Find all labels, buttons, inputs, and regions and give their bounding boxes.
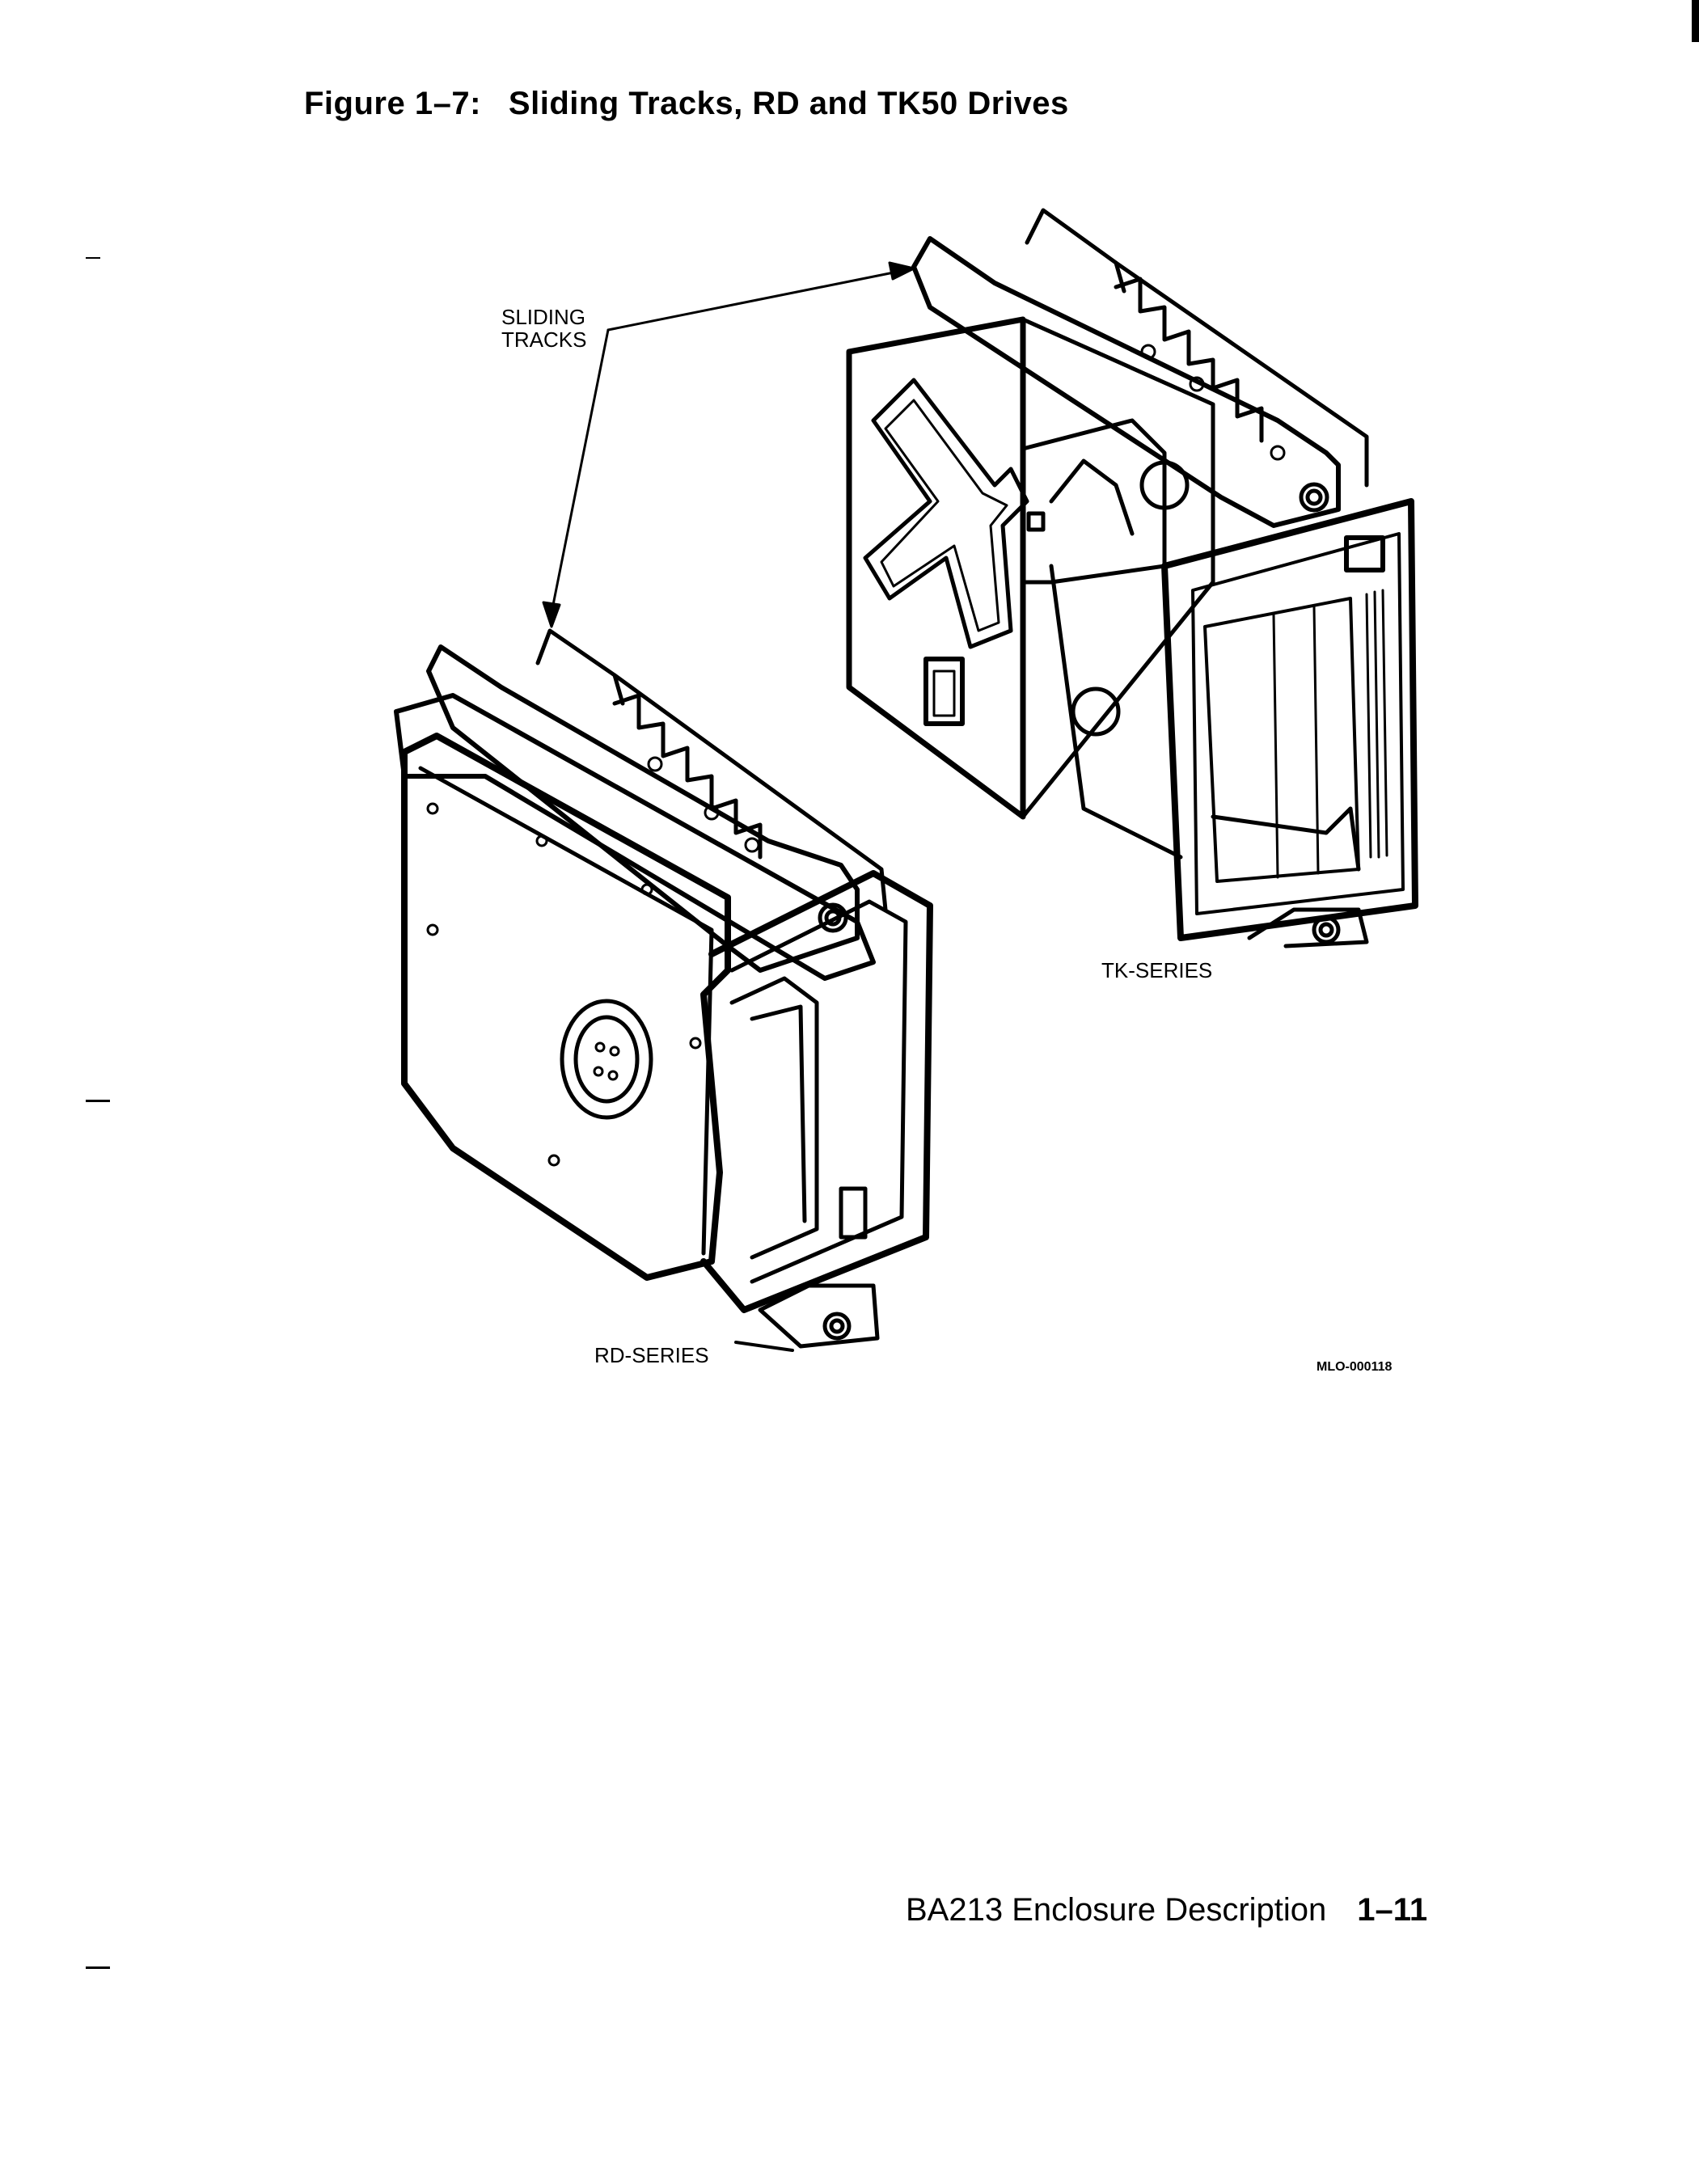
page-footer: BA213 Enclosure Description 1–11 bbox=[906, 1892, 1427, 1928]
rd-series-drive bbox=[394, 628, 933, 1352]
margin-tick-mark bbox=[86, 1966, 110, 1969]
footer-page-number: 1–11 bbox=[1357, 1892, 1428, 1928]
figure-title: Figure 1–7: Sliding Tracks, RD and TK50 D… bbox=[304, 86, 1069, 122]
figure-caption: Sliding Tracks, RD and TK50 Drives bbox=[508, 86, 1069, 121]
sliding-tracks-label-line1: SLIDING bbox=[501, 305, 586, 329]
tk-series-drive bbox=[846, 208, 1418, 948]
margin-tick-mark bbox=[86, 1100, 110, 1102]
footer-section-title: BA213 Enclosure Description bbox=[906, 1892, 1327, 1928]
edge-scan-mark bbox=[1692, 0, 1699, 42]
margin-tick-mark bbox=[86, 257, 100, 259]
sliding-tracks-label: SLIDING TRACKS bbox=[501, 306, 606, 351]
rd-series-label: RD-SERIES bbox=[594, 1343, 709, 1367]
tk-series-label: TK-SERIES bbox=[1101, 958, 1213, 982]
sliding-tracks-label-line2: TRACKS bbox=[501, 327, 587, 352]
figure-number: Figure 1–7: bbox=[304, 86, 481, 121]
leader-lines bbox=[542, 261, 915, 628]
figure-code-label: MLO-000118 bbox=[1317, 1360, 1393, 1374]
